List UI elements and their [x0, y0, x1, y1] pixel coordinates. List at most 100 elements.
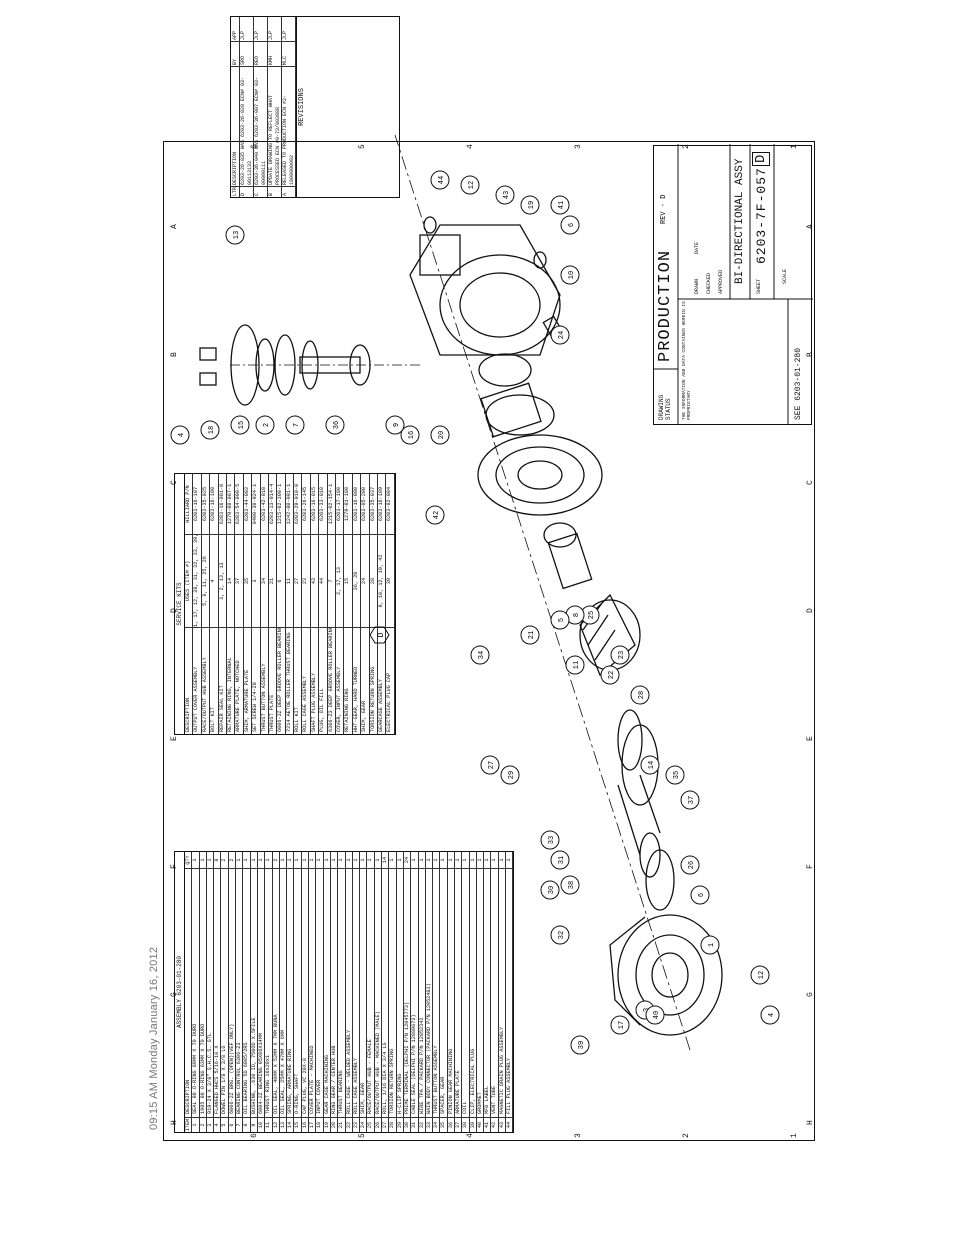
- callout-number: 11: [573, 661, 581, 669]
- callout-balloon: 27: [480, 755, 500, 775]
- callout-number: 34: [478, 651, 486, 659]
- callout-balloon: 6: [690, 885, 710, 905]
- callout-number: 28: [638, 691, 646, 699]
- callout-balloon: 4: [760, 1005, 780, 1025]
- callout-balloon: 11: [565, 655, 585, 675]
- bearing-part: [478, 353, 555, 438]
- callout-number: 35: [673, 771, 681, 779]
- callout-balloon: 43: [495, 185, 515, 205]
- callout-number: 31: [558, 856, 566, 864]
- output-cover-part: [609, 914, 723, 1036]
- callout-number: 32: [558, 931, 566, 939]
- callout-number: 20: [438, 431, 446, 439]
- callout-number: 22: [608, 671, 616, 679]
- callout-balloon: 16: [400, 425, 420, 445]
- callout-number: 4: [768, 1013, 776, 1017]
- callout-balloon: 1: [700, 935, 720, 955]
- callout-number: 41: [558, 201, 566, 209]
- callout-balloon: 17: [610, 1015, 630, 1035]
- callout-number: 44: [438, 176, 446, 184]
- callout-number: 12: [758, 971, 766, 979]
- callout-number: 29: [508, 771, 516, 779]
- callout-number: 39: [578, 1041, 586, 1049]
- title-block: DRAWING STATUS PRODUCTION REV - D THE IN…: [653, 144, 813, 425]
- callout-balloon: 26: [680, 855, 700, 875]
- callout-number: 6: [568, 223, 576, 227]
- callout-balloon: 35: [665, 765, 685, 785]
- callout-balloon: 5: [550, 610, 570, 630]
- callout-number: 10: [568, 271, 576, 279]
- centerline: [394, 134, 691, 1051]
- callout-balloon: 12: [750, 965, 770, 985]
- callout-balloon: 9: [385, 415, 405, 435]
- callout-balloon: 10: [560, 265, 580, 285]
- callout-number: 23: [618, 651, 626, 659]
- callout-number: 27: [488, 761, 496, 769]
- callout-number: 5: [558, 618, 566, 622]
- hex-marker: D: [369, 626, 390, 644]
- callout-balloon: 37: [680, 790, 700, 810]
- callout-number: 19: [528, 201, 536, 209]
- callout-balloon: 30: [540, 880, 560, 900]
- callout-number: 21: [528, 631, 536, 639]
- callout-balloon: 44: [430, 170, 450, 190]
- callout-number: 12: [468, 181, 476, 189]
- pinion-shaft-part: [199, 324, 420, 406]
- callout-number: 15: [238, 421, 246, 429]
- callout-number: 16: [408, 431, 416, 439]
- callout-balloon: 32: [550, 925, 570, 945]
- callout-balloon: 7: [285, 415, 305, 435]
- callout-number: 17: [618, 1021, 626, 1029]
- callout-number: 24: [558, 331, 566, 339]
- callout-number: 37: [688, 796, 696, 804]
- callout-number: 26: [688, 861, 696, 869]
- callout-number: 7: [293, 423, 301, 427]
- svg-text:D: D: [377, 632, 386, 637]
- callout-number: 4: [178, 433, 186, 437]
- callout-balloon: 2: [255, 415, 275, 435]
- ring-gear-part: [477, 434, 603, 516]
- callout-number: 1: [708, 943, 716, 947]
- callout-balloon: 21: [520, 625, 540, 645]
- callout-number: 6: [698, 893, 706, 897]
- callout-balloon: 24: [550, 325, 570, 345]
- callout-balloon: 36: [325, 415, 345, 435]
- race-hub-part: [543, 522, 593, 590]
- callout-number: 14: [648, 761, 656, 769]
- callout-number: 2: [263, 423, 271, 427]
- callout-balloon: 33: [540, 830, 560, 850]
- callout-number: 40: [653, 1011, 661, 1019]
- callout-number: 9: [393, 423, 401, 427]
- callout-balloon: 23: [610, 645, 630, 665]
- callout-balloon: 12: [460, 175, 480, 195]
- callout-number: 43: [503, 191, 511, 199]
- plug-parts: [423, 216, 566, 343]
- callout-number: 36: [333, 421, 341, 429]
- callout-balloon: 4: [170, 425, 190, 445]
- callout-number: 8: [573, 613, 581, 617]
- callout-balloon: 18: [200, 420, 220, 440]
- callout-balloon: 31: [550, 850, 570, 870]
- callout-balloon: 34: [470, 645, 490, 665]
- callout-balloon: 13: [225, 225, 245, 245]
- callout-balloon: 22: [600, 665, 620, 685]
- callout-balloon: 20: [430, 425, 450, 445]
- callout-balloon: 14: [640, 755, 660, 775]
- callout-number: 30: [548, 886, 556, 894]
- coil-part: [617, 774, 675, 911]
- callout-balloon: 29: [500, 765, 520, 785]
- callout-number: 33: [548, 836, 556, 844]
- callout-balloon: 38: [560, 875, 580, 895]
- callout-number: 13: [233, 231, 241, 239]
- title-block-lines: [654, 144, 813, 424]
- callout-number: 42: [433, 511, 441, 519]
- callout-balloon: 40: [645, 1005, 665, 1025]
- callout-balloon: 41: [550, 195, 570, 215]
- callout-balloon: 6: [560, 215, 580, 235]
- callout-number: 18: [208, 426, 216, 434]
- callout-balloon: 19: [520, 195, 540, 215]
